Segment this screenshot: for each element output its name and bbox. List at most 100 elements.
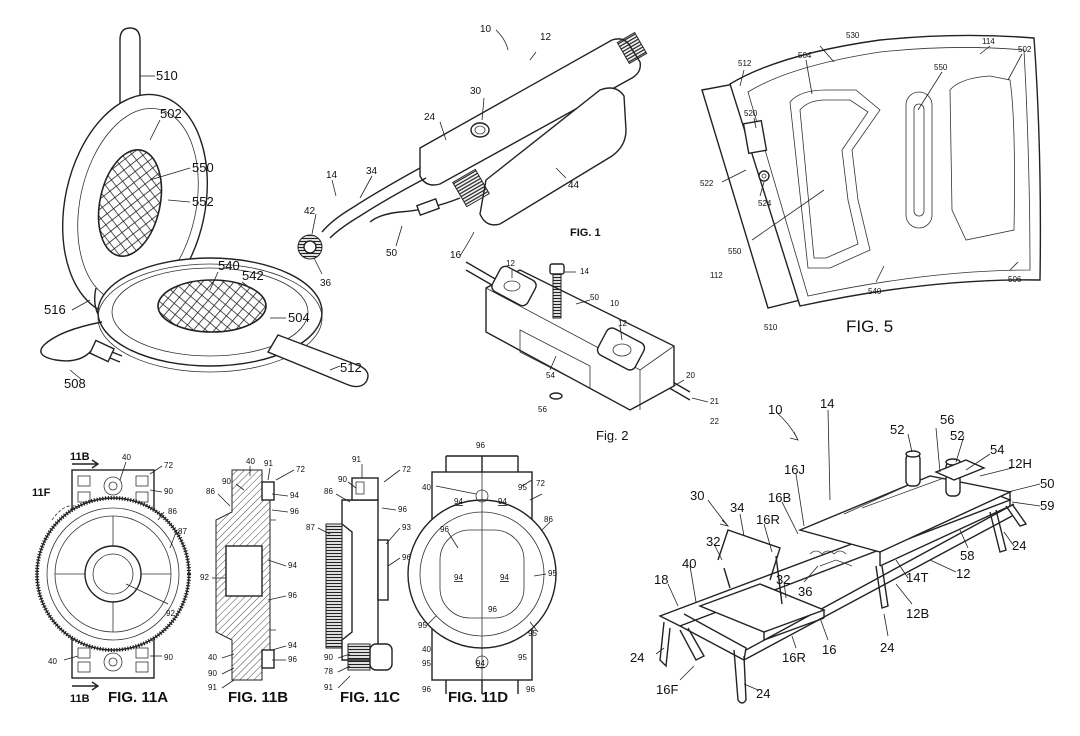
ref-label: 90 (338, 475, 347, 484)
ref-label: 86 (544, 515, 553, 524)
ref-label: 506 (1008, 275, 1022, 284)
ref-label: 91 (324, 683, 333, 692)
figure-5: 512 530 504 114 502 550 520 522 524 550 … (700, 31, 1040, 336)
ref-label: 22 (710, 417, 719, 426)
ref-label: 112 (710, 271, 723, 280)
ref-label: 24 (880, 640, 894, 655)
ref-label: 40 (422, 483, 431, 492)
ref-label: 14T (906, 570, 928, 585)
ref-label: 52 (890, 422, 904, 437)
ref-label: 96 (476, 441, 485, 450)
ref-label: 90 (208, 669, 217, 678)
ref-label: 94 (476, 659, 485, 668)
ref-label: 94 (498, 497, 507, 506)
ref-label: 16F (656, 682, 678, 697)
ref-label: 16R (782, 650, 806, 665)
ref-label: 520 (744, 109, 758, 118)
ref-label: 12H (1008, 456, 1032, 471)
ref-label: 91 (352, 455, 361, 464)
figure-caption: FIG. 11A (108, 689, 168, 706)
ref-label: 36 (798, 584, 812, 599)
ref-label: 504 (798, 51, 812, 60)
ref-label: 24 (424, 112, 436, 123)
ref-label: 96 (422, 685, 431, 694)
ref-label: 92 (166, 609, 175, 618)
ref-label: 90 (164, 653, 173, 662)
ref-label: 504 (288, 310, 310, 325)
figure-caption: Fig. 2 (596, 428, 629, 443)
ref-label: 11B (70, 451, 90, 463)
figure-bottom-right: 10 14 52 56 52 54 12H 16J 50 16B 59 30 3… (630, 396, 1054, 703)
ref-label: 24 (1012, 538, 1026, 553)
ref-label: 40 (122, 453, 131, 462)
ref-label: 542 (242, 268, 264, 283)
ref-label: 502 (160, 106, 182, 121)
ref-label: 16B (768, 490, 791, 505)
ref-label: 52 (950, 428, 964, 443)
ref-label: 91 (208, 683, 217, 692)
ref-label: 59 (1040, 498, 1054, 513)
ref-label: 40 (422, 645, 431, 654)
ref-label: 42 (304, 206, 316, 217)
ref-label: 502 (1018, 45, 1032, 54)
ref-label: 56 (538, 405, 547, 414)
ref-label: 40 (246, 457, 255, 466)
ref-label: 94 (288, 641, 297, 650)
ref-label: 50 (386, 248, 398, 259)
ref-label: 96 (398, 505, 407, 514)
ref-label: 21 (710, 397, 719, 406)
ref-label: 96 (290, 507, 299, 516)
ref-label: 54 (990, 442, 1004, 457)
ref-label: 12 (540, 32, 552, 43)
ref-label: 96 (288, 655, 297, 664)
figure-11a: 11B 40 72 90 11F 86 87 92 40 90 11B FIG.… (32, 451, 189, 706)
ref-label: 512 (340, 360, 362, 375)
ref-label: 34 (730, 500, 744, 515)
ref-label: 510 (764, 323, 778, 332)
ref-label: 93 (402, 523, 411, 532)
ref-label: 530 (846, 31, 860, 40)
ref-label: 96 (488, 605, 497, 614)
ref-label: 94 (454, 573, 463, 582)
figure-top-left: 510 502 550 552 540 542 504 516 508 512 (41, 28, 368, 391)
ref-label: 510 (156, 68, 178, 83)
ref-label: 40 (682, 556, 696, 571)
figure-11b: 40 91 72 86 90 94 96 92 94 96 94 96 40 9… (200, 457, 305, 706)
ref-label: 24 (756, 686, 770, 701)
ref-label: 14 (326, 170, 338, 181)
figure-11d: 96 40 95 72 94 94 86 96 95 94 94 95 95 9… (408, 441, 557, 706)
ref-label: 95 (518, 483, 527, 492)
figure-caption: FIG. 1 (570, 227, 601, 239)
ref-label: 32 (776, 572, 790, 587)
ref-label: 24 (630, 650, 644, 665)
ref-label: 94 (454, 497, 463, 506)
ref-label: 16J (784, 462, 805, 477)
ref-label: 32 (706, 534, 720, 549)
ref-label: 40 (208, 653, 217, 662)
ref-label: 16 (822, 642, 836, 657)
ref-label: 95 (528, 629, 537, 638)
ref-label: 10 (480, 24, 492, 35)
ref-label: 30 (690, 488, 704, 503)
ref-label: 72 (536, 479, 545, 488)
ref-label: 10 (610, 299, 619, 308)
ref-label: 96 (288, 591, 297, 600)
ref-label: 87 (178, 527, 187, 536)
figure-caption: FIG. 11B (228, 689, 288, 706)
ref-label: 36 (320, 278, 332, 289)
ref-label: 50 (1040, 476, 1054, 491)
ref-label: 96 (526, 685, 535, 694)
ref-label: 94 (290, 491, 299, 500)
ref-label: 508 (64, 376, 86, 391)
ref-label: 516 (44, 302, 66, 317)
ref-label: 95 (422, 659, 431, 668)
ref-label: 540 (218, 258, 240, 273)
ref-label: 512 (738, 59, 752, 68)
ref-label: 94 (500, 573, 509, 582)
ref-label: 550 (728, 247, 742, 256)
ref-label: 12 (506, 259, 515, 268)
ref-label: 552 (192, 194, 214, 209)
ref-label: 72 (164, 461, 173, 470)
ref-label: 92 (200, 573, 209, 582)
ref-label: 56 (940, 412, 954, 427)
